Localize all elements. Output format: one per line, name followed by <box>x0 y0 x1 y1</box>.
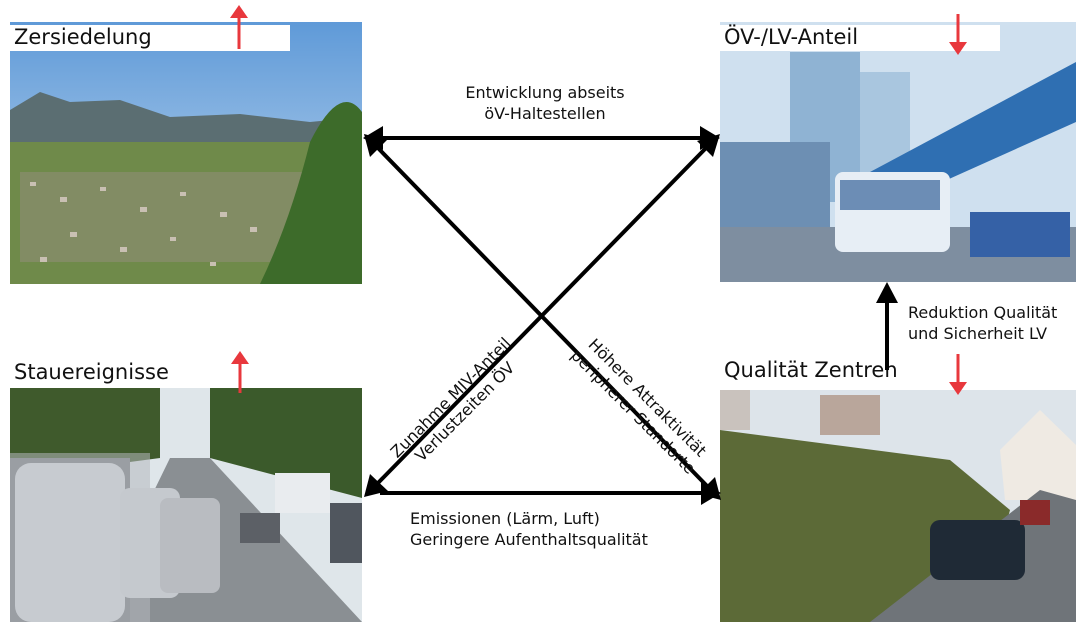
node-title-oev-lv: ÖV-/LV-Anteil <box>720 25 1000 51</box>
edge-label-bottom: Emissionen (Lärm, Luft) Geringere Aufent… <box>410 508 710 550</box>
edge-label-bottom-line1: Emissionen (Lärm, Luft) <box>410 509 600 528</box>
edge-label-top-line2: öV-Haltestellen <box>484 104 606 123</box>
edge-label-top-line1: Entwicklung abseits <box>465 83 625 102</box>
photo-oev <box>720 22 1076 282</box>
edge-label-right-line1: Reduktion Qualität <box>908 303 1058 322</box>
edge-label-bottom-line2: Geringere Aufenthaltsqualität <box>410 530 648 549</box>
photo-staus <box>10 388 362 622</box>
node-title-zersiedelung: Zersiedelung <box>10 25 290 51</box>
photo-zentren <box>720 390 1076 622</box>
arrow-diag-b <box>376 146 710 489</box>
photo-zersiedelung <box>10 22 362 284</box>
edge-label-top: Entwicklung abseits öV-Haltestellen <box>430 82 660 124</box>
edge-label-right: Reduktion Qualität und Sicherheit LV <box>908 302 1086 344</box>
node-title-staus: Stauereignisse <box>10 360 290 386</box>
node-title-zentren: Qualität Zentren <box>720 358 1000 384</box>
edge-label-right-line2: und Sicherheit LV <box>908 324 1048 343</box>
